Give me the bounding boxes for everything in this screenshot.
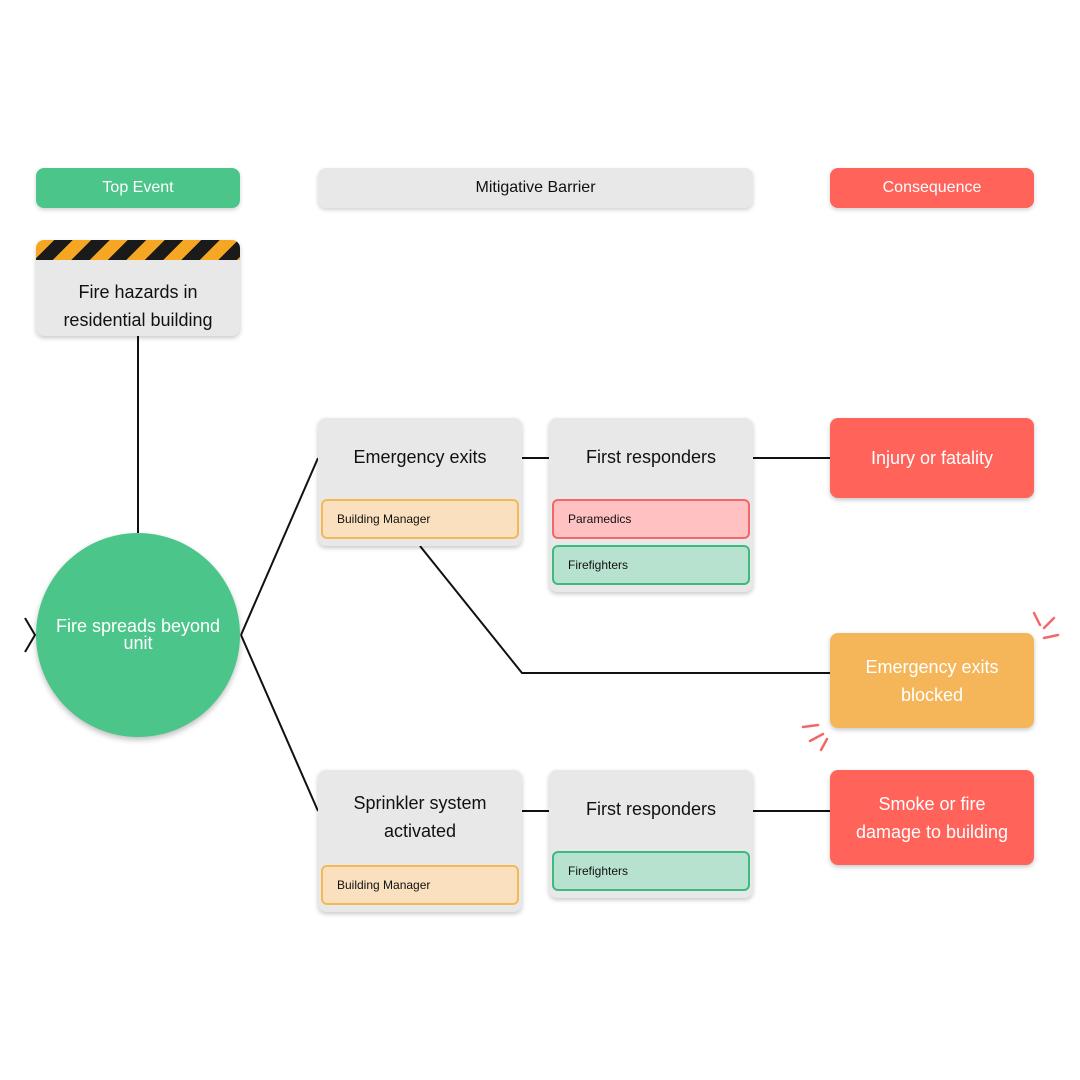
- top-event-label: Fire spreads beyond unit: [55, 616, 221, 653]
- top-event-node[interactable]: Fire spreads beyond unit: [36, 533, 240, 737]
- consequence-injury-or-fatality[interactable]: Injury or fatality: [830, 418, 1034, 498]
- consequence-label: Smoke or fire damage to building: [855, 793, 1009, 842]
- top-event-to-sprinkler-line: [240, 634, 319, 812]
- barrier-tag-firefighters: Firefighters: [552, 851, 750, 891]
- consequence-header-label: Consequence: [882, 179, 982, 196]
- hazard-label: Fire hazards in residential building: [63, 282, 213, 330]
- hazard-stripes-icon: [36, 240, 240, 260]
- mitigative-barrier-header: Mitigative Barrier: [318, 168, 753, 208]
- barrier-card-first-responders-lower[interactable]: First responders Firefighters: [549, 770, 753, 898]
- barrier-tag-firefighters: Firefighters: [552, 545, 750, 585]
- highlight-spark-marks: [801, 611, 1060, 752]
- consequence-label: Injury or fatality: [870, 448, 994, 468]
- barrier-tag-building-manager: Building Manager: [321, 865, 519, 905]
- barrier-tag-paramedics: Paramedics: [552, 499, 750, 539]
- emergency-exits-to-blocked-line: [419, 545, 830, 674]
- top-event-header-label: Top Event: [102, 179, 174, 196]
- mitigative-barrier-header-label: Mitigative Barrier: [475, 179, 596, 196]
- consequence-label: Emergency exits blocked: [865, 656, 999, 705]
- top-event-to-emergency-exits-line: [240, 457, 319, 636]
- barrier-title: Emergency exits: [353, 447, 487, 467]
- consequence-smoke-or-fire-damage[interactable]: Smoke or fire damage to building: [830, 770, 1034, 865]
- barrier-title: Sprinkler system activated: [353, 793, 487, 841]
- consequence-emergency-exits-blocked[interactable]: Emergency exits blocked: [830, 633, 1034, 728]
- hazard-card[interactable]: Fire hazards in residential building: [36, 240, 240, 336]
- barrier-card-sprinkler-system[interactable]: Sprinkler system activated Building Mana…: [318, 770, 522, 912]
- barrier-title: First responders: [585, 799, 717, 819]
- top-event-header: Top Event: [36, 168, 240, 208]
- consequence-header: Consequence: [830, 168, 1034, 208]
- barrier-tag-building-manager: Building Manager: [321, 499, 519, 539]
- barrier-card-first-responders-upper[interactable]: First responders Paramedics Firefighters: [549, 418, 753, 592]
- threat-connector-arrow: [24, 617, 37, 653]
- barrier-title: First responders: [585, 447, 717, 467]
- barrier-card-emergency-exits[interactable]: Emergency exits Building Manager: [318, 418, 522, 546]
